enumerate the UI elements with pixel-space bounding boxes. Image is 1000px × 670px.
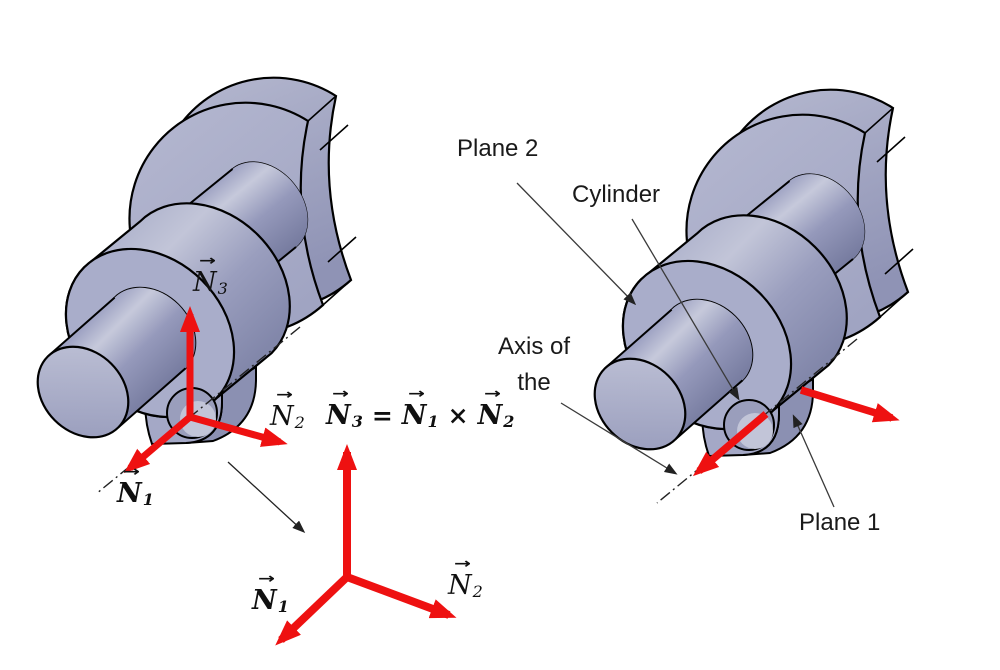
triad-pointer-line [227,461,306,534]
axis-of-label: Axis of the [484,329,584,401]
formula-a-sub: 1 [427,412,439,431]
triad-n2-sub: 2 [472,582,483,601]
triad-n1-sub: 1 [277,597,289,616]
plane2-label: Plane 2 [457,135,539,162]
cross-product-formula: →N3 = →N1 × →N2 [326,386,515,431]
axis-dashdot-right [656,338,858,504]
n3-base: N [193,267,217,298]
formula-b-base: N [477,400,503,431]
triad-n1-base: N [252,585,277,616]
n1-base: N [117,478,142,509]
cylinder-leader-line [631,218,740,401]
n3-sub: 3 [217,279,228,298]
vector-overbar-arrow-icon: → [276,387,294,403]
triad-n2-label: →N2 [448,556,483,601]
n2-sub: 2 [294,413,305,432]
formula-a-base: N [401,400,427,431]
vector-overbar-arrow-icon: → [454,556,472,572]
n2-base: N [270,401,294,432]
vector-overbar-arrow-icon: → [123,464,141,480]
equals-sign: = [371,401,393,430]
n3-vector-label: →N3 [193,253,228,298]
times-sign: × [447,401,469,430]
vector-overbar-arrow-icon: → [199,253,217,269]
formula-lhs-base: N [326,400,351,431]
n1-arrow [123,414,193,474]
cylinder-label: Cylinder [572,181,661,208]
triad-n2-arrow [345,573,457,619]
n1-vector-label: →N1 [117,464,154,509]
plane1-label: Plane 1 [799,509,881,536]
plane2-leader-line [516,182,637,306]
vector-overbar-arrow-icon: → [332,386,350,402]
axis-of-leader-line [560,402,678,475]
vector-overbar-arrow-icon: → [407,386,425,402]
axis-of-line2: the [517,369,551,396]
formula-b-sub: 2 [503,412,515,431]
axis-direction-arrow [692,411,769,477]
n2-arrow [189,413,288,447]
vector-overbar-arrow-icon: → [258,571,276,587]
vector-overbar-arrow-icon: → [483,386,501,402]
n1-sub: 1 [142,490,154,509]
plane1-normal-arrow [799,386,900,423]
plane1-leader-line [792,414,835,508]
n2-vector-label: →N2 [270,387,305,432]
formula-lhs-sub: 3 [351,412,363,431]
triad-n1-label: →N1 [252,571,289,616]
axis-of-line1: Axis of [497,333,571,360]
triad-n2-base: N [448,570,472,601]
triad-n1-arrow [275,574,350,646]
